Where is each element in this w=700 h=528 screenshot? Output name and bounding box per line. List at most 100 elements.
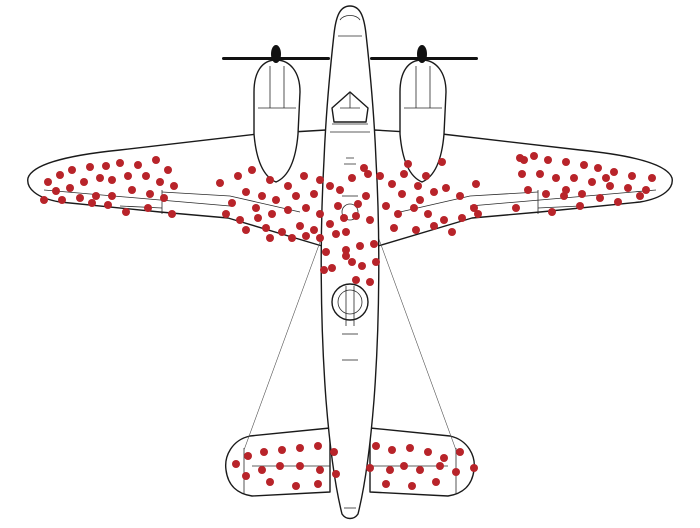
damage-dot [452, 468, 460, 476]
damage-dot [430, 188, 438, 196]
damage-dot [92, 192, 100, 200]
damage-dot [576, 202, 584, 210]
damage-dot [352, 276, 360, 284]
damage-dot [648, 174, 656, 182]
damage-dot [624, 184, 632, 192]
damage-dot [296, 462, 304, 470]
damage-dot [68, 166, 76, 174]
damage-dot [366, 216, 374, 224]
damage-dot [424, 210, 432, 218]
damage-dot [400, 170, 408, 178]
damage-dot [86, 163, 94, 171]
damage-dot [266, 176, 274, 184]
damage-dot [376, 172, 384, 180]
damage-dot [594, 164, 602, 172]
damage-dot [512, 204, 520, 212]
damage-dot [408, 482, 416, 490]
damage-dot [440, 216, 448, 224]
damage-dot [360, 164, 368, 172]
left-engine-nacelle [253, 59, 301, 183]
damage-dot [296, 444, 304, 452]
damage-dot [326, 182, 334, 190]
damage-dot [520, 156, 528, 164]
damage-dot [144, 204, 152, 212]
damage-dot [276, 462, 284, 470]
damage-dot [412, 226, 420, 234]
damage-dot [614, 198, 622, 206]
damage-dot [404, 160, 412, 168]
damage-dot [222, 210, 230, 218]
damage-dot [348, 258, 356, 266]
damage-dot [278, 228, 286, 236]
damage-dot [422, 172, 430, 180]
damage-dot [386, 466, 394, 474]
right-wing [373, 129, 673, 247]
damage-dot [316, 234, 324, 242]
damage-dot [354, 200, 362, 208]
damage-dot [442, 184, 450, 192]
damage-dot [52, 187, 60, 195]
damage-dot [370, 240, 378, 248]
damage-dot [262, 224, 270, 232]
damage-dot [316, 466, 324, 474]
damage-dot [254, 214, 262, 222]
damage-dot [382, 202, 390, 210]
damage-dot [234, 172, 242, 180]
damage-dot [152, 156, 160, 164]
damage-dot [66, 184, 74, 192]
damage-dot [602, 174, 610, 182]
damage-dot [142, 172, 150, 180]
damage-dot [284, 182, 292, 190]
damage-dot [146, 190, 154, 198]
damage-dot [310, 226, 318, 234]
damage-dot [348, 174, 356, 182]
damage-dot [334, 202, 342, 210]
damage-dot [102, 162, 110, 170]
damage-dot [232, 460, 240, 468]
damage-dot [352, 212, 360, 220]
damage-dot [356, 242, 364, 250]
damage-dot [128, 186, 136, 194]
damage-dot [562, 186, 570, 194]
damage-dot [266, 234, 274, 242]
damage-dot [610, 168, 618, 176]
damage-dot [168, 210, 176, 218]
damage-dot [228, 199, 236, 207]
damage-dot [134, 161, 142, 169]
damage-dot [518, 170, 526, 178]
damage-dot [456, 448, 464, 456]
damage-dot [642, 186, 650, 194]
damage-dot [474, 210, 482, 218]
damage-dot [606, 182, 614, 190]
damage-dot [382, 480, 390, 488]
damage-dot [314, 442, 322, 450]
damage-dot [388, 446, 396, 454]
damage-dot [544, 156, 552, 164]
damage-dot [400, 462, 408, 470]
damage-dot [236, 216, 244, 224]
damage-dot [56, 171, 64, 179]
damage-dot [160, 194, 168, 202]
damage-dot [76, 194, 84, 202]
damage-dot [44, 178, 52, 186]
damage-dot [278, 446, 286, 454]
damage-dot [58, 196, 66, 204]
damage-dot [416, 466, 424, 474]
damage-dot [448, 228, 456, 236]
damage-dot [164, 166, 172, 174]
damage-dot [372, 442, 380, 450]
damage-dot [472, 180, 480, 188]
damage-dot [406, 444, 414, 452]
damage-dot [302, 204, 310, 212]
damage-dot [588, 178, 596, 186]
damage-dot [316, 176, 324, 184]
damage-dot [296, 222, 304, 230]
damage-dot [108, 176, 116, 184]
damage-dot [40, 196, 48, 204]
damage-dot [272, 196, 280, 204]
damage-dot [284, 206, 292, 214]
damage-dot [410, 204, 418, 212]
damage-dot [268, 210, 276, 218]
damage-dot [108, 192, 116, 200]
